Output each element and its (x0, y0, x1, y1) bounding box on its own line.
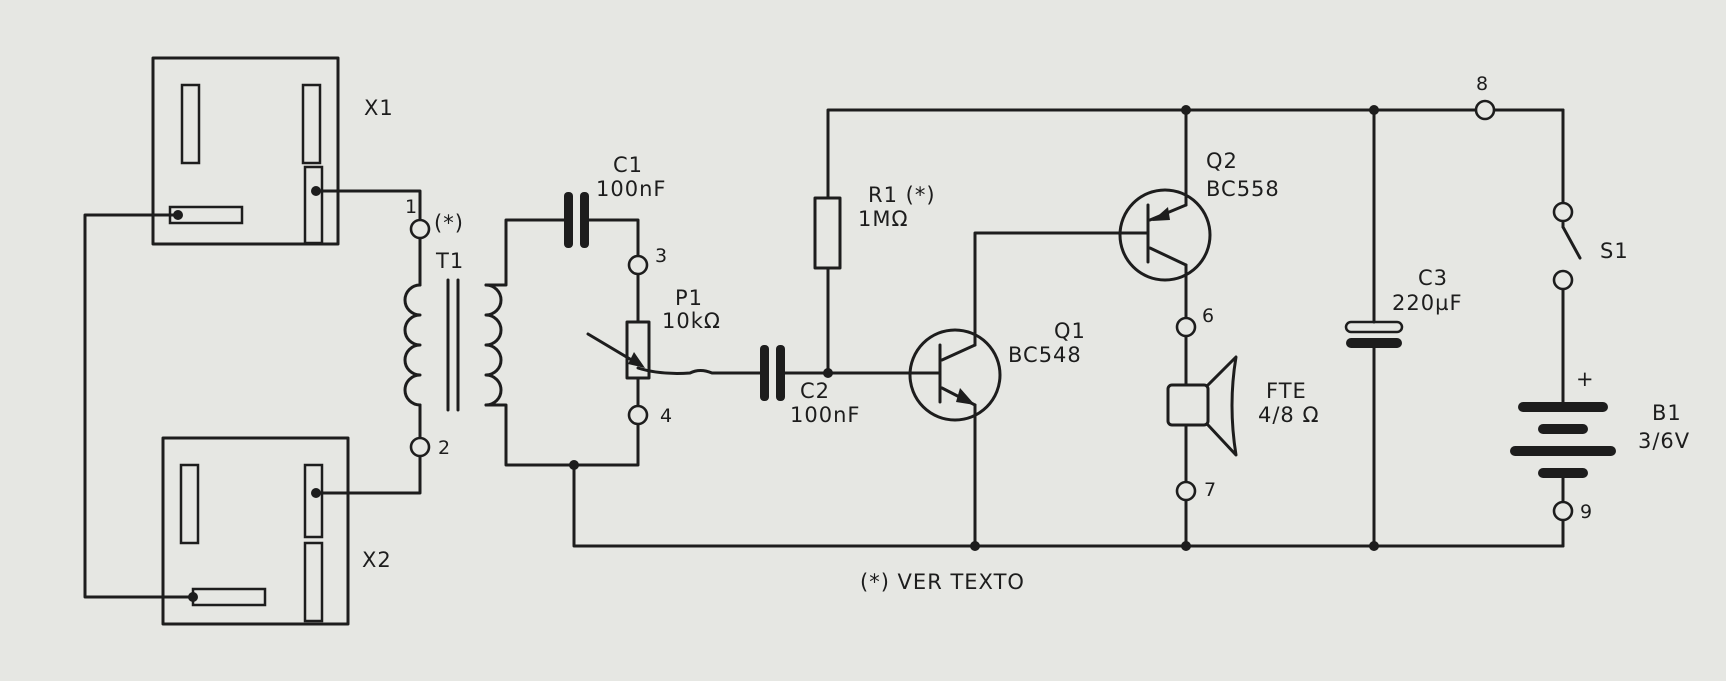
capacitor-c3 (1344, 320, 1404, 348)
label-p1-name: P1 (675, 286, 703, 310)
label-t1-note: (*) (434, 211, 464, 235)
transistor-q1 (908, 328, 1002, 422)
label-c3-value: 220µF (1392, 291, 1463, 315)
terminal-9-label: 9 (1580, 501, 1593, 523)
terminal-8 (1474, 99, 1496, 121)
label-q1-value: BC548 (1008, 343, 1082, 367)
capacitor-c1 (564, 192, 589, 248)
potentiometer-p1 (586, 320, 651, 380)
transformer-t1 (403, 278, 503, 412)
label-b1-plus: + (1576, 367, 1595, 391)
terminal-9 (1552, 500, 1574, 522)
terminal-2 (409, 436, 431, 458)
label-x2: X2 (362, 548, 392, 572)
battery-b1 (1510, 402, 1616, 478)
terminal-8-label: 8 (1476, 73, 1489, 95)
terminal-1 (409, 218, 431, 240)
terminal-3 (627, 254, 649, 276)
terminal-4 (627, 404, 649, 426)
label-x1: X1 (364, 96, 394, 120)
capacitor-c2 (760, 345, 785, 401)
label-b1-value: 3/6V (1638, 429, 1690, 453)
label-c1-value: 100nF (596, 177, 666, 201)
switch-contact-top (1552, 201, 1574, 223)
label-s1: S1 (1600, 239, 1629, 263)
terminal-2-label: 2 (438, 437, 451, 459)
label-c3-name: C3 (1418, 266, 1448, 290)
label-r1-name: R1 (*) (868, 183, 936, 207)
label-c2-value: 100nF (790, 403, 860, 427)
socket-x2 (161, 436, 350, 626)
footnote: (*) VER TEXTO (860, 570, 1025, 594)
terminal-6 (1175, 316, 1197, 338)
label-r1-value: 1MΩ (858, 207, 909, 231)
junction-dots (173, 105, 1379, 602)
terminal-6-label: 6 (1202, 305, 1215, 327)
label-fte-name: FTE (1266, 379, 1307, 403)
label-q2-name: Q2 (1206, 149, 1238, 173)
terminal-3-label: 3 (655, 245, 668, 267)
label-c2-name: C2 (800, 379, 830, 403)
label-q2-value: BC558 (1206, 177, 1280, 201)
switch-s1 (1561, 221, 1582, 260)
terminal-7 (1175, 480, 1197, 502)
speaker-fte (1166, 355, 1238, 457)
terminal-1-label: 1 (405, 196, 418, 218)
label-q1-name: Q1 (1054, 319, 1086, 343)
wires (83, 108, 1565, 599)
terminal-7-label: 7 (1204, 479, 1217, 501)
label-b1-name: B1 (1652, 401, 1682, 425)
resistor-r1 (813, 196, 842, 270)
label-c1-name: C1 (613, 153, 643, 177)
terminal-4-label: 4 (660, 405, 673, 427)
label-t1: T1 (435, 249, 464, 273)
label-fte-value: 4/8 Ω (1258, 403, 1320, 427)
switch-contact-bottom (1552, 269, 1574, 291)
label-p1-value: 10kΩ (662, 309, 721, 333)
transistor-q2 (1118, 188, 1212, 282)
